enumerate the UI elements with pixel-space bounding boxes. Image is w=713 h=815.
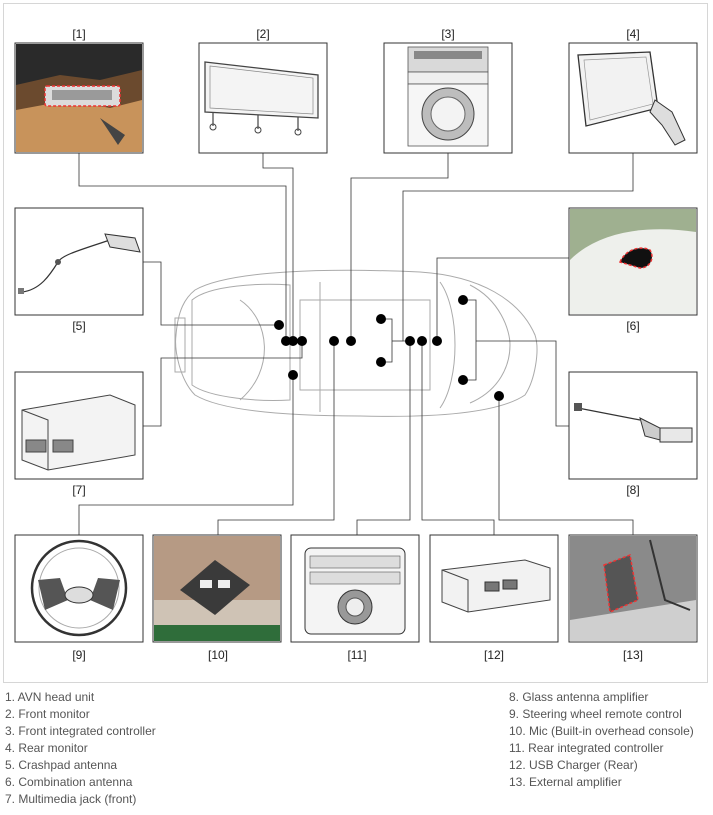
legend-item: 6. Combination antenna — [5, 775, 133, 789]
legend-item: 3. Front integrated controller — [5, 724, 156, 738]
component-12-usb-charger-rear — [429, 534, 559, 643]
callout-8: [8] — [626, 483, 639, 497]
legend-item: 11. Rear integrated controller — [509, 741, 664, 755]
callout-labels: [1] [2] [3] [4] [5] [6] [7] [8] [9] [10]… — [72, 27, 643, 662]
component-4-rear-monitor — [568, 42, 698, 154]
vehicle-outline — [174, 269, 538, 417]
legend-item: 9. Steering wheel remote control — [509, 707, 682, 721]
legend-item: 5. Crashpad antenna — [5, 758, 118, 772]
component-7-multimedia-jack-front — [14, 371, 144, 480]
connection-points — [274, 295, 504, 401]
component-11-rear-integrated-controller — [290, 534, 420, 643]
component-8-glass-antenna-amplifier — [568, 371, 698, 480]
callout-11: [11] — [347, 648, 366, 662]
legend-item: 8. Glass antenna amplifier — [509, 690, 649, 704]
callout-12: [12] — [484, 648, 504, 662]
legend-item: 10. Mic (Built-in overhead console) — [509, 724, 694, 738]
system-diagram: [1] [2] [3] [4] [5] [6] [7] [8] [9] [10]… — [14, 27, 698, 662]
callout-10: [10] — [208, 648, 228, 662]
callout-4: [4] — [626, 27, 639, 41]
callout-1: [1] — [72, 27, 85, 41]
callout-2: [2] — [256, 27, 269, 41]
callout-7: [7] — [72, 483, 85, 497]
diagram-frame — [3, 3, 708, 683]
component-5-crashpad-antenna — [14, 207, 144, 316]
legend-item: 13. External amplifier — [509, 775, 622, 789]
component-10-mic-overhead-console — [152, 534, 282, 643]
component-6-combination-antenna — [568, 207, 698, 316]
legend-left: 1. AVN head unit 2. Front monitor 3. Fro… — [5, 689, 156, 808]
component-2-front-monitor — [198, 42, 328, 154]
callout-3: [3] — [441, 27, 454, 41]
component-3-front-integrated-controller — [383, 42, 513, 154]
legend-item: 12. USB Charger (Rear) — [509, 758, 638, 772]
component-1-avn-head-unit — [14, 42, 144, 154]
legend-item: 4. Rear monitor — [5, 741, 88, 755]
legend-right: 8. Glass antenna amplifier 9. Steering w… — [509, 689, 694, 791]
legend-item: 7. Multimedia jack (front) — [5, 792, 137, 806]
callout-5: [5] — [72, 319, 85, 333]
legend-item: 2. Front monitor — [5, 707, 90, 721]
wiring — [78, 153, 634, 535]
component-13-external-amplifier — [568, 534, 698, 643]
legend-item: 1. AVN head unit — [5, 690, 95, 704]
component-9-steering-wheel-remote — [14, 534, 144, 643]
callout-9: [9] — [72, 648, 85, 662]
callout-13: [13] — [623, 648, 643, 662]
callout-6: [6] — [626, 319, 639, 333]
